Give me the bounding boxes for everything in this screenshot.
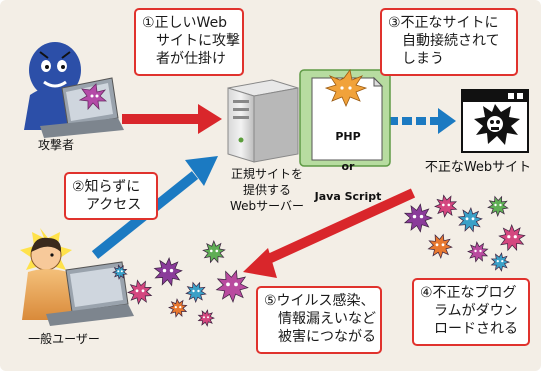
virus-body bbox=[487, 195, 509, 217]
virus-eye bbox=[174, 306, 177, 309]
virus-icon bbox=[403, 203, 433, 233]
virus-eye bbox=[513, 235, 517, 239]
virus-icon bbox=[215, 269, 249, 303]
virus-icon bbox=[467, 241, 489, 263]
virus-body bbox=[112, 264, 128, 280]
virus-eye bbox=[474, 249, 477, 253]
virus-body bbox=[185, 281, 207, 303]
virus-eye bbox=[441, 243, 445, 247]
callout-step3: ③不正なサイトに 自動接続されて しまう bbox=[380, 8, 518, 76]
attacker-virus bbox=[78, 83, 108, 111]
server-tower bbox=[227, 79, 299, 163]
virus-eye bbox=[471, 217, 475, 221]
virus-eye bbox=[179, 306, 182, 309]
virus-body bbox=[197, 309, 215, 327]
script-document bbox=[299, 69, 391, 167]
virus-eye bbox=[141, 289, 145, 293]
malicious-site-label: 不正なWebサイト bbox=[424, 160, 532, 175]
user-figure bbox=[22, 237, 74, 320]
user-laptop bbox=[46, 261, 134, 326]
script-doc-line3: Java Script bbox=[314, 190, 382, 203]
virus-icon bbox=[112, 264, 128, 280]
virus-body bbox=[168, 298, 188, 318]
virus-eye bbox=[169, 268, 174, 273]
virus-eye bbox=[419, 214, 424, 219]
script-doc-text: PHP or Java Script bbox=[314, 112, 382, 222]
virus-icon bbox=[202, 240, 226, 264]
redirect-arrow bbox=[388, 108, 456, 134]
virus-body bbox=[215, 269, 249, 303]
virus-body bbox=[403, 203, 433, 233]
virus-icon bbox=[498, 224, 526, 252]
virus-eye bbox=[501, 260, 504, 263]
virus-icon bbox=[457, 207, 483, 233]
virus-eye bbox=[207, 316, 209, 319]
virus-body bbox=[467, 241, 489, 263]
virus-eye bbox=[499, 203, 502, 207]
callout-step5: ⑤ウイルス感染、 情報漏えいなど 被害につながる bbox=[256, 286, 382, 354]
virus-eye bbox=[226, 282, 230, 287]
server-label: 正規サイトを 提供する Webサーバー bbox=[229, 167, 305, 213]
virus-icon bbox=[427, 233, 453, 259]
virus-icon bbox=[434, 194, 458, 218]
virus-icon bbox=[185, 281, 207, 303]
attacker-label: 攻撃者 bbox=[37, 138, 74, 152]
virus-eye bbox=[507, 235, 511, 239]
virus-icon bbox=[487, 195, 509, 217]
virus-body bbox=[127, 279, 153, 305]
virus-eye bbox=[135, 289, 139, 293]
virus-eye bbox=[120, 270, 123, 273]
virus-eye bbox=[447, 203, 451, 207]
virus-eye bbox=[234, 282, 238, 287]
virus-body bbox=[490, 252, 510, 272]
virus-eye bbox=[479, 249, 482, 253]
script-doc-line1: PHP bbox=[335, 130, 361, 143]
virus-body bbox=[498, 224, 526, 252]
virus-eye bbox=[197, 289, 200, 293]
virus-body bbox=[427, 233, 453, 259]
virus-eye bbox=[494, 203, 497, 207]
virus-body bbox=[434, 194, 458, 218]
virus-eye bbox=[465, 217, 469, 221]
virus-eye bbox=[496, 260, 499, 263]
user-label: 一般ユーザー bbox=[28, 332, 100, 346]
virus-body bbox=[202, 240, 226, 264]
callout-step4: ④不正なプログ ラムがダウン ロードされる bbox=[412, 278, 530, 346]
virus-body bbox=[153, 257, 183, 287]
virus-icon bbox=[490, 252, 510, 272]
virus-icon bbox=[197, 309, 215, 327]
virus-eye bbox=[215, 249, 219, 253]
virus-eye bbox=[210, 249, 213, 253]
virus-eye bbox=[192, 289, 195, 293]
virus-icon bbox=[153, 257, 183, 287]
callout-step2: ②知らずに アクセス bbox=[64, 172, 158, 220]
virus-eye bbox=[203, 316, 205, 319]
virus-eye bbox=[117, 270, 120, 273]
callout-step1: ①正しいWeb サイトに攻撃 者が仕掛け bbox=[134, 8, 244, 76]
virus-eye bbox=[162, 268, 167, 273]
virus-icon bbox=[168, 298, 188, 318]
attack-arrow bbox=[122, 104, 222, 134]
malicious-window bbox=[461, 89, 529, 153]
script-doc-line2: or bbox=[341, 160, 355, 173]
download-arrow bbox=[243, 188, 416, 278]
virus-icon bbox=[127, 279, 153, 305]
virus-eye bbox=[412, 214, 417, 219]
virus-eye bbox=[442, 203, 445, 207]
virus-body bbox=[457, 207, 483, 233]
virus-eye bbox=[435, 243, 439, 247]
